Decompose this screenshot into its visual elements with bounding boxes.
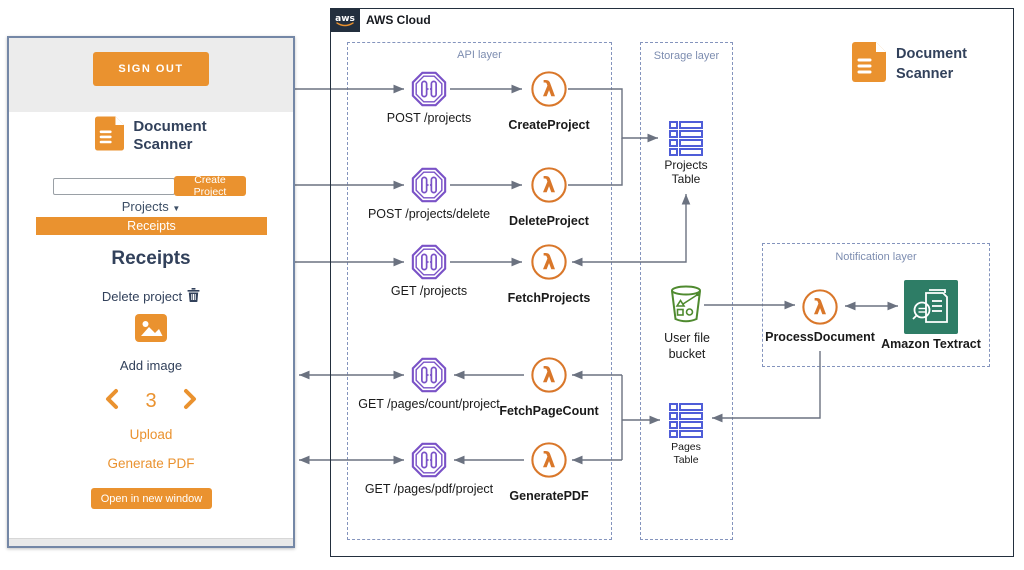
lambda-function-label: FetchProjects bbox=[507, 291, 591, 305]
chevron-right-icon[interactable] bbox=[181, 387, 199, 416]
dynamodb-table-icon bbox=[668, 119, 704, 162]
pages-table-label: Pages Table bbox=[671, 441, 701, 466]
storage-layer-box bbox=[640, 42, 733, 540]
svg-text:λ: λ bbox=[813, 296, 826, 320]
document-icon bbox=[95, 116, 125, 156]
amazon-textract-icon bbox=[904, 280, 958, 339]
api-layer-label: API layer bbox=[457, 49, 502, 61]
user-file-bucket-label: User file bucket bbox=[664, 331, 710, 361]
open-in-new-window-button[interactable]: Open in new window bbox=[91, 488, 212, 509]
projects-dropdown-label: Projects bbox=[121, 199, 169, 214]
title-line2: Scanner bbox=[896, 66, 954, 82]
page-navigator: 3 bbox=[9, 387, 293, 416]
app-logo: Document Scanner bbox=[9, 116, 293, 156]
projects-table-label: Projects Table bbox=[664, 158, 708, 186]
create-project-button[interactable]: Create Project bbox=[174, 174, 246, 198]
svg-text:λ: λ bbox=[542, 364, 555, 388]
svg-text:λ: λ bbox=[542, 449, 555, 473]
chevron-left-icon[interactable] bbox=[103, 387, 121, 416]
api-gateway-icon bbox=[410, 356, 448, 399]
storage-layer-label: Storage layer bbox=[653, 50, 720, 62]
api-route-method: GET /projects bbox=[390, 284, 468, 298]
project-name-input[interactable] bbox=[53, 178, 175, 195]
document-scanner-title: Document Scanner bbox=[852, 42, 967, 87]
amazon-textract-label: Amazon Textract bbox=[881, 337, 981, 351]
api-layer-box bbox=[347, 42, 612, 540]
api-route-method: GET /pages/pdf/project bbox=[364, 482, 494, 496]
api-route-method: POST /projects bbox=[386, 111, 472, 125]
lambda-icon: λ bbox=[530, 243, 568, 286]
trash-icon bbox=[187, 288, 200, 305]
aws-cloud-box bbox=[330, 8, 1014, 557]
notification-layer-label: Notification layer bbox=[835, 251, 917, 263]
api-gateway-icon bbox=[410, 243, 448, 286]
add-image-button[interactable] bbox=[9, 314, 293, 347]
title-line1: Document bbox=[896, 46, 967, 62]
lambda-function-label: CreateProject bbox=[508, 118, 590, 132]
delete-project-label: Delete project bbox=[101, 289, 183, 304]
lambda-icon: λ bbox=[530, 441, 568, 484]
chevron-down-icon: ▼ bbox=[172, 204, 181, 213]
aws-cloud-label: AWS Cloud bbox=[366, 13, 431, 27]
lambda-function-label: GeneratePDF bbox=[509, 489, 589, 503]
dynamodb-table-icon bbox=[668, 401, 704, 444]
lambda-icon: λ bbox=[530, 356, 568, 399]
document-icon bbox=[852, 42, 886, 87]
svg-text:λ: λ bbox=[542, 174, 555, 198]
brand-line1: Document bbox=[133, 118, 207, 135]
generate-pdf-button[interactable]: Generate PDF bbox=[107, 456, 195, 471]
api-gateway-icon bbox=[410, 166, 448, 209]
project-list-item-receipts[interactable]: Receipts bbox=[36, 217, 267, 235]
section-title: Receipts bbox=[111, 248, 191, 269]
api-route-method: GET /pages/count/project bbox=[358, 397, 500, 411]
lambda-icon: λ bbox=[801, 288, 839, 331]
page-number: 3 bbox=[145, 390, 157, 412]
delete-project-button[interactable]: Delete project bbox=[9, 288, 293, 305]
lambda-icon: λ bbox=[530, 70, 568, 113]
aws-logo-icon: aws bbox=[330, 8, 360, 32]
svg-text:λ: λ bbox=[542, 78, 555, 102]
image-icon bbox=[135, 314, 167, 347]
process-document-label: ProcessDocument bbox=[765, 330, 875, 344]
s3-bucket-icon bbox=[668, 284, 704, 329]
sign-out-button[interactable]: SIGN OUT bbox=[93, 52, 209, 86]
api-route-method: POST /projects/delete bbox=[367, 207, 491, 221]
svg-text:aws: aws bbox=[335, 14, 355, 24]
app-window: SIGN OUT Document Scanner Create Project… bbox=[7, 36, 295, 548]
lambda-function-label: DeleteProject bbox=[509, 214, 589, 228]
brand-line2: Scanner bbox=[133, 136, 193, 153]
lambda-icon: λ bbox=[530, 166, 568, 209]
projects-dropdown[interactable]: Projects ▼ bbox=[9, 199, 293, 214]
app-footer-bar bbox=[9, 538, 293, 546]
upload-button[interactable]: Upload bbox=[129, 427, 173, 442]
api-gateway-icon bbox=[410, 441, 448, 484]
svg-text:λ: λ bbox=[542, 251, 555, 275]
lambda-function-label: FetchPageCount bbox=[499, 404, 599, 418]
api-gateway-icon bbox=[410, 70, 448, 113]
add-image-label: Add image bbox=[119, 358, 183, 373]
